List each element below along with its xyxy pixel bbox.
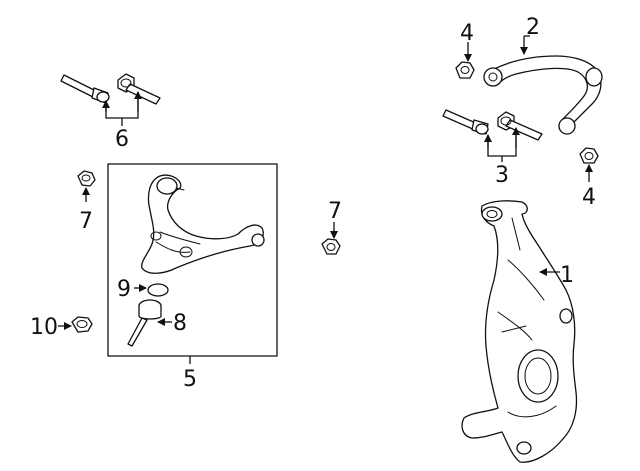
callout-4-right: 4: [582, 185, 596, 210]
callout-3: 3: [495, 163, 509, 188]
callout-5: 5: [183, 367, 197, 392]
bolt-6b: [117, 73, 161, 105]
lower-control-arm: [141, 174, 265, 274]
nut-part-10: [58, 316, 93, 333]
callout-4-top: 4: [460, 21, 474, 46]
nut-part-4-top: [455, 42, 475, 79]
bolt-6a: [60, 74, 110, 104]
nut-part-7-middle: [321, 222, 341, 255]
ball-joint-part-8: [127, 299, 162, 347]
assembly-box-5: [107, 163, 278, 357]
snap-ring-part-9: [147, 283, 169, 297]
nut-part-4-right: [579, 147, 599, 182]
callout-6: 6: [115, 127, 129, 152]
nut-part-7-left: [77, 170, 96, 202]
lower-arm-assembly-part-5: [107, 163, 278, 364]
callout-1: 1: [560, 263, 574, 288]
bolts-part-6: [60, 73, 161, 126]
bolt-3b: [497, 111, 543, 141]
bolts-part-3: [442, 109, 543, 162]
callout-7-left: 7: [79, 209, 93, 234]
bolt-3a: [442, 109, 489, 135]
callout-9: 9: [117, 277, 131, 302]
callout-10: 10: [30, 315, 58, 340]
callout-7-middle: 7: [328, 199, 342, 224]
steering-knuckle-part-1: [461, 200, 578, 463]
callout-2: 2: [526, 15, 540, 40]
callout-8: 8: [173, 311, 187, 336]
leader-6: [105, 94, 139, 119]
upper-control-arm-part-2: [483, 35, 603, 135]
